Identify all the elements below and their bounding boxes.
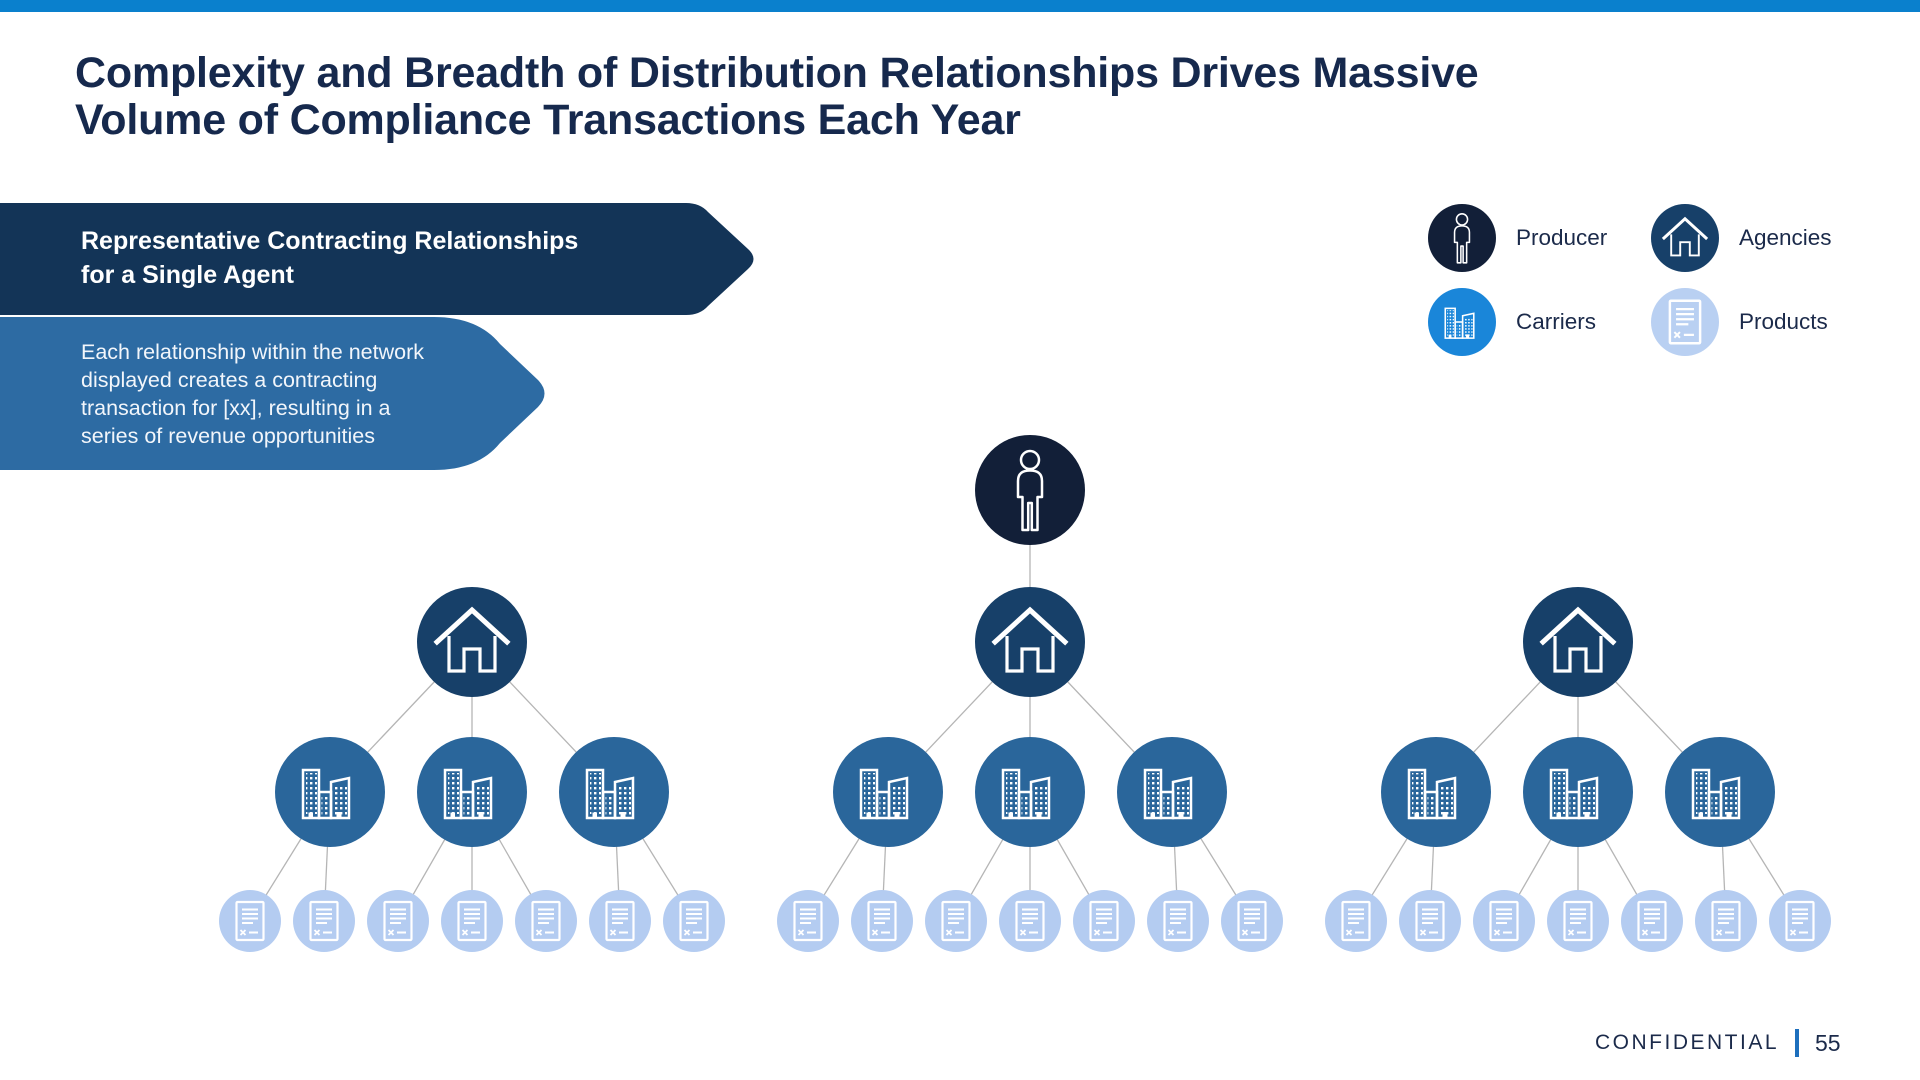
secondary-banner-arrow: [0, 317, 545, 470]
product-node: [367, 890, 429, 952]
secondary-banner-label: Each relationship within the network dis…: [81, 340, 424, 448]
footer-divider: [1795, 1029, 1800, 1057]
product-node: [1769, 890, 1831, 952]
legend-label-agencies: Agencies: [1739, 225, 1832, 250]
agency-node: [975, 587, 1085, 697]
connector-lines: [249, 490, 1801, 922]
slide-footer: CONFIDENTIAL 55: [1595, 1026, 1855, 1060]
legend-label-products: Products: [1739, 309, 1828, 334]
product-node: [515, 890, 577, 952]
product-node: [293, 890, 355, 952]
product-node: [219, 890, 281, 952]
legend-item-carriers: Carriers: [1428, 288, 1596, 356]
carrier-node: [559, 737, 669, 847]
product-node: [1547, 890, 1609, 952]
product-node: [1399, 890, 1461, 952]
carrier-node: [1381, 737, 1491, 847]
legend-item-agencies: Agencies: [1651, 204, 1832, 272]
slide-title: Complexity and Breadth of Distribution R…: [75, 49, 1479, 145]
product-node: [1473, 890, 1535, 952]
product-node: [777, 890, 839, 952]
product-node: [1147, 890, 1209, 952]
legend-label-producer: Producer: [1516, 225, 1608, 250]
product-node: [1073, 890, 1135, 952]
document-icon: [1651, 288, 1719, 356]
product-node: [999, 890, 1061, 952]
product-node: [1325, 890, 1387, 952]
agency-node: [417, 587, 527, 697]
product-node: [1695, 890, 1757, 952]
carrier-node: [975, 737, 1085, 847]
product-node: [1221, 890, 1283, 952]
page-number: 55: [1815, 1029, 1841, 1056]
secondary-banner-shape: [0, 317, 545, 470]
primary-banner-shape: [0, 203, 754, 315]
producer-icon: [1428, 204, 1496, 272]
carrier-node: [417, 737, 527, 847]
carrier-node: [1523, 737, 1633, 847]
product-node: [925, 890, 987, 952]
carrier-node: [275, 737, 385, 847]
house-icon: [1651, 204, 1719, 272]
top-accent-bar: [0, 0, 1920, 12]
agency-node: [1523, 587, 1633, 697]
legend-item-products: Products: [1651, 288, 1828, 356]
product-node: [1621, 890, 1683, 952]
legend-item-producer: Producer: [1428, 204, 1607, 272]
product-node: [441, 890, 503, 952]
buildings-icon: [1428, 288, 1496, 356]
primary-banner-arrow: [0, 203, 754, 315]
carrier-node: [833, 737, 943, 847]
confidential-label: CONFIDENTIAL: [1595, 1031, 1780, 1054]
carrier-node: [1117, 737, 1227, 847]
carrier-node: [1665, 737, 1775, 847]
legend-label-carriers: Carriers: [1516, 309, 1597, 334]
primary-banner-label: Representative Contracting Relationships…: [81, 227, 579, 289]
product-node: [851, 890, 913, 952]
tree-nodes: [219, 435, 1831, 952]
product-node: [663, 890, 725, 952]
producer-node: [975, 435, 1085, 545]
product-node: [589, 890, 651, 952]
